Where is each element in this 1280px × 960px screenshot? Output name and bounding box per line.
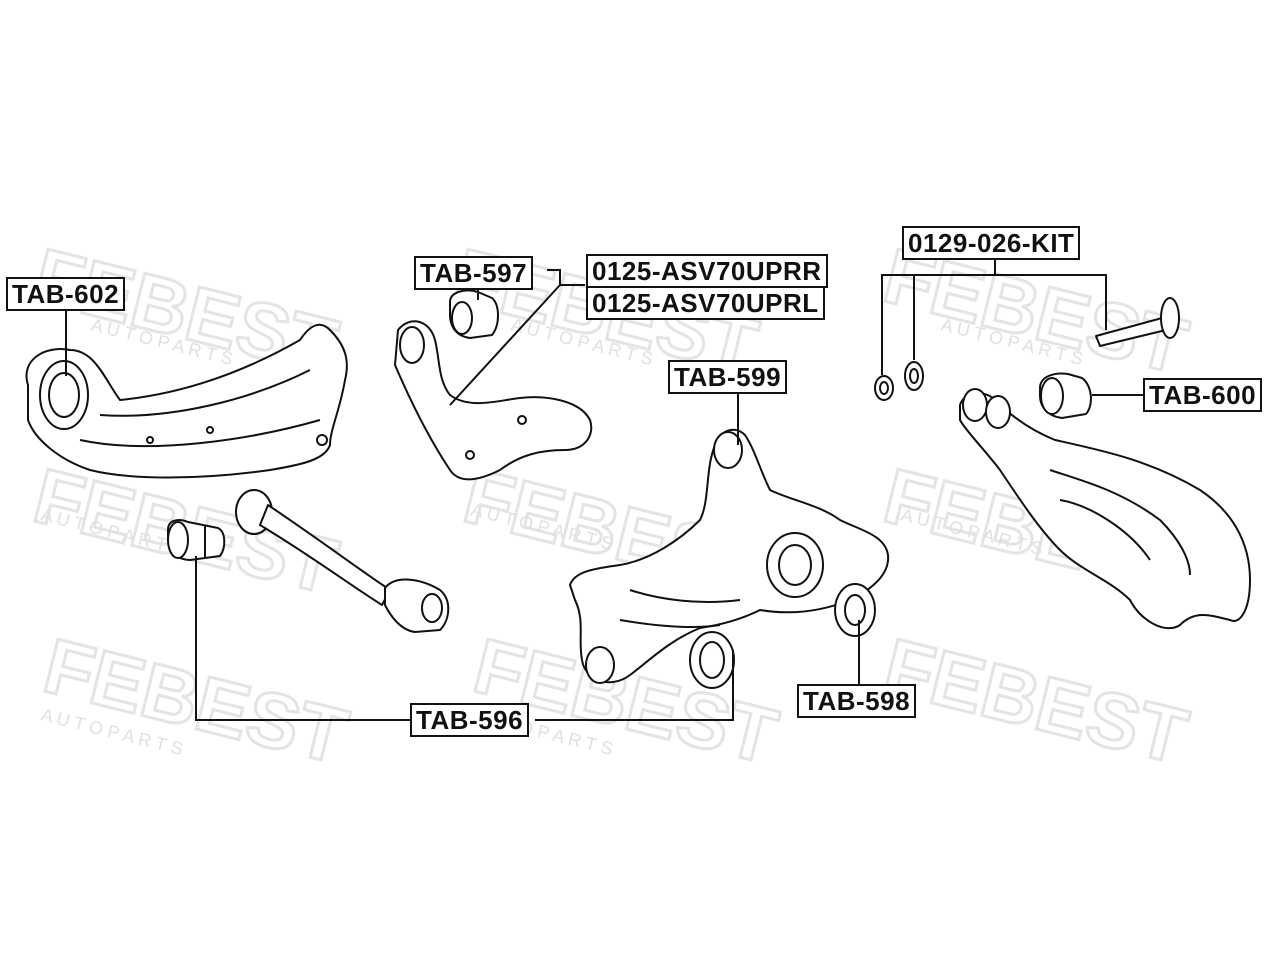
leader-kit-washer1 <box>881 258 996 375</box>
label-tab598[interactable]: TAB-598 <box>797 684 917 718</box>
label-0129-026-kit[interactable]: 0129-026-KIT <box>902 226 1081 260</box>
label-asv70uprl[interactable]: 0125-ASV70UPRL <box>586 286 825 320</box>
leader-tab596-right <box>535 650 734 721</box>
label-tab600[interactable]: TAB-600 <box>1143 378 1263 412</box>
leader-asv <box>449 284 561 406</box>
label-tab596[interactable]: TAB-596 <box>410 703 530 737</box>
lateral-link-part <box>235 489 450 633</box>
leader-asv-bracket <box>547 269 585 286</box>
upper-arm-part <box>394 289 593 481</box>
lower-arm-part <box>959 388 1251 630</box>
bushing-tab596-left <box>167 519 226 561</box>
trailing-arm-part <box>25 323 348 479</box>
label-asv70uprr[interactable]: 0125-ASV70UPRR <box>586 254 828 288</box>
knuckle-part <box>569 428 890 689</box>
leader-tab596-left <box>195 556 410 721</box>
label-tab597[interactable]: TAB-597 <box>414 256 534 290</box>
bushing-tab600 <box>1039 372 1092 419</box>
leader-kit-bolt <box>995 274 1107 330</box>
cam-bolt-kit-part <box>874 297 1180 401</box>
label-tab599[interactable]: TAB-599 <box>668 360 788 394</box>
label-tab602[interactable]: TAB-602 <box>6 277 126 311</box>
